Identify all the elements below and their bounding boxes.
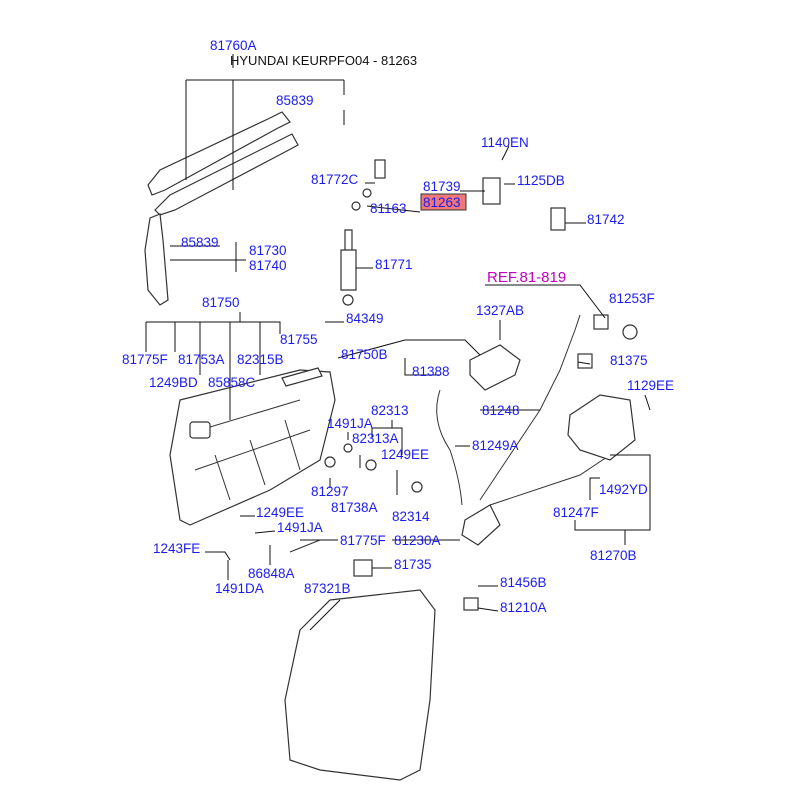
weatherstrip-part (284, 589, 436, 781)
cable-part (489, 454, 611, 506)
side-trim-part (144, 213, 169, 306)
seal-ring-part (622, 324, 638, 340)
part-label[interactable]: 81730 (249, 243, 287, 258)
drawing-stroke (593, 314, 609, 330)
drawing-stroke (574, 454, 651, 545)
part-label[interactable]: 81750B (341, 347, 388, 362)
part-label[interactable]: 81388 (412, 364, 450, 379)
latch-actuator-part (567, 394, 636, 461)
part-label[interactable]: 1129EE (627, 378, 674, 393)
diagram-title: HYUNDAI KEURPFO04 - 81263 (230, 53, 417, 68)
drawing-stroke (145, 284, 606, 420)
drawing-stroke (324, 456, 336, 468)
part-labels: 81760A 85839 81772C 1140EN 81739 1125DB … (122, 38, 674, 615)
gas-strut-part (340, 229, 357, 291)
drawing-stroke (374, 159, 386, 179)
drawing-stroke (343, 443, 353, 453)
part-label[interactable]: 81248 (482, 403, 520, 418)
drawing-stroke (170, 242, 373, 272)
part-label[interactable]: 81253F (609, 291, 655, 306)
part-label[interactable]: 81375 (610, 353, 648, 368)
latch-part (461, 504, 501, 546)
highlighted-part-label[interactable]: 81263 (423, 195, 461, 210)
part-label[interactable]: 1491DA (215, 581, 264, 596)
part-label[interactable]: 81249A (472, 438, 519, 453)
part-label[interactable]: 82315B (237, 352, 284, 367)
drawing-stroke (185, 54, 345, 190)
part-label[interactable]: 1249EE (381, 447, 429, 462)
drawing-stroke (205, 455, 499, 631)
part-label[interactable]: 1491JA (277, 520, 323, 535)
bracket-part (482, 177, 501, 205)
part-label[interactable]: 81750 (202, 295, 240, 310)
part-label[interactable]: 86848A (248, 566, 295, 581)
part-label[interactable]: 81739 (423, 179, 461, 194)
part-label[interactable]: 81755 (280, 332, 318, 347)
part-label[interactable]: 81735 (394, 557, 432, 572)
part-label[interactable]: 84349 (346, 311, 384, 326)
part-label[interactable]: 81738A (331, 500, 378, 515)
part-label[interactable]: 85839 (181, 235, 219, 250)
part-label[interactable]: 81742 (587, 212, 625, 227)
drawing-stroke (351, 201, 361, 211)
part-label[interactable]: 85858C (208, 375, 256, 390)
part-label[interactable]: 82314 (392, 509, 430, 524)
drawing-stroke (365, 459, 377, 471)
part-label[interactable]: 81775F (340, 533, 386, 548)
part-drawings (144, 111, 638, 781)
hinge-part (469, 344, 521, 391)
part-label[interactable]: 81740 (249, 258, 287, 273)
part-label[interactable]: 81270B (590, 548, 637, 563)
cover-part (189, 421, 211, 439)
leader-lines (145, 54, 651, 631)
part-label[interactable]: 85839 (276, 93, 314, 108)
part-label[interactable]: 81760A (210, 38, 257, 53)
part-label[interactable]: 81247F (553, 505, 599, 520)
part-label[interactable]: 81163 (370, 201, 407, 216)
drawing-stroke (365, 145, 586, 224)
part-label[interactable]: 1491JA (327, 416, 373, 431)
drawing-stroke (289, 539, 321, 553)
rod-part (436, 389, 463, 506)
drawing-stroke (329, 409, 540, 495)
part-label[interactable]: 1243FE (153, 541, 200, 556)
part-label[interactable]: 1327AB (476, 303, 524, 318)
part-label[interactable]: 82313 (371, 403, 409, 418)
part-label[interactable]: 1249EE (256, 505, 304, 520)
part-label[interactable]: 1140EN (481, 135, 529, 150)
upper-trim-part (147, 111, 291, 196)
drawing-stroke (463, 597, 479, 611)
part-label[interactable]: 1249BD (149, 375, 198, 390)
ref-label[interactable]: REF.81-819 (487, 269, 566, 286)
trim-handle-part (281, 367, 323, 387)
drawing-stroke (577, 353, 593, 369)
part-label[interactable]: 81210A (500, 600, 547, 615)
part-label[interactable]: 81297 (311, 484, 349, 499)
part-label[interactable]: 81772C (311, 172, 359, 187)
drawing-stroke (194, 399, 311, 501)
part-label[interactable]: 81775F (122, 352, 168, 367)
part-label[interactable]: 81456B (500, 575, 547, 590)
part-label[interactable]: 1125DB (517, 173, 565, 188)
rod-part-2 (479, 314, 581, 501)
part-label[interactable]: 81771 (375, 257, 413, 272)
highlighted-part-box (420, 193, 467, 211)
drawing-stroke (411, 481, 423, 493)
drawing-stroke (342, 294, 354, 306)
striker-part (550, 207, 566, 231)
drawing-stroke (325, 320, 651, 411)
drawing-stroke (353, 559, 373, 577)
part-label[interactable]: 1492YD (599, 482, 648, 497)
part-label[interactable]: 82313A (352, 431, 399, 446)
part-label[interactable]: 81753A (178, 352, 225, 367)
upper-trim-part-2 (154, 133, 299, 216)
drawing-stroke (362, 188, 372, 198)
part-label[interactable]: 87321B (304, 581, 351, 596)
part-label[interactable]: 81230A (394, 533, 441, 548)
